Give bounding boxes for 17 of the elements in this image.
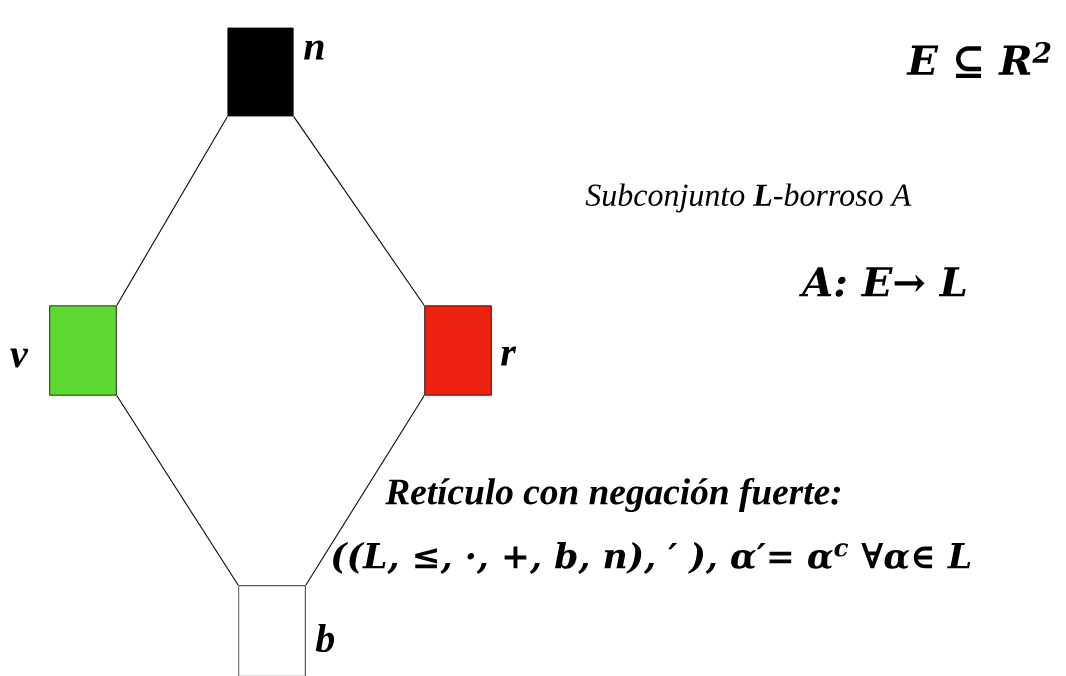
lattice-line bbox=[305, 395, 425, 586]
heading: Retículo con negación fuerte: bbox=[385, 477, 840, 513]
lattice-box bbox=[238, 585, 306, 676]
lattice-line bbox=[293, 115, 425, 306]
lattice-box bbox=[424, 305, 492, 396]
text-line: Subconjunto L-borroso A bbox=[585, 183, 912, 213]
node-letter: v bbox=[10, 348, 29, 368]
lattice-line bbox=[116, 395, 239, 586]
equation: A: E→ L bbox=[799, 267, 966, 297]
node-letter: r bbox=[501, 346, 517, 366]
equation: ((L, ≤, ·, +, b, n), ′ ), α′= α$^{c}$ ∀α∈ L bbox=[333, 541, 971, 575]
lattice-box bbox=[227, 27, 294, 117]
lattice-line bbox=[116, 115, 228, 306]
node-letter: n bbox=[304, 40, 324, 60]
equation: E ⊆ R$^{2}$ bbox=[906, 41, 1051, 79]
node-letter: b bbox=[315, 623, 335, 653]
lattice-box bbox=[49, 305, 117, 396]
